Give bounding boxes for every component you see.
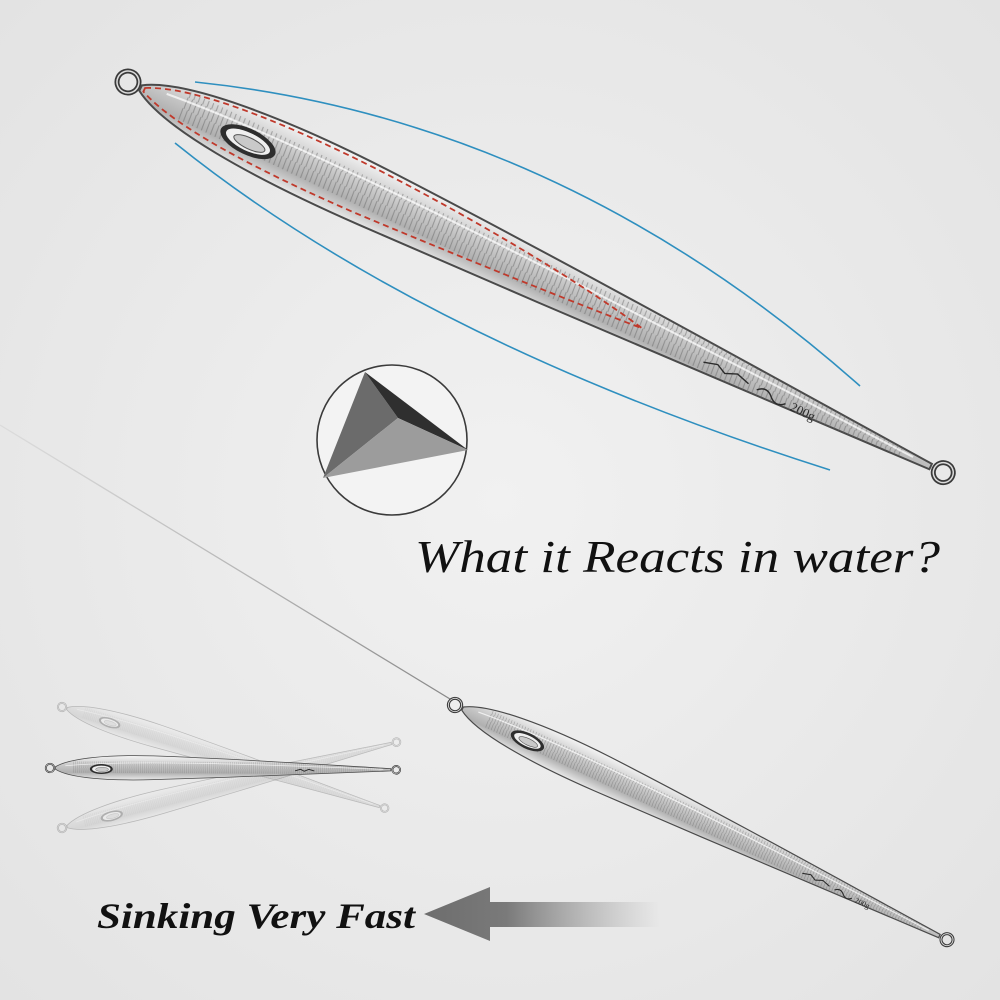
- left-arrow-icon: [424, 887, 660, 941]
- prism-face-top: [365, 372, 468, 450]
- caption: Sinking Very Fast: [97, 896, 416, 936]
- lure-logo: [703, 361, 786, 406]
- lure-logo: [294, 768, 315, 772]
- fishing-line: [0, 424, 451, 700]
- prism-face-bottom: [323, 418, 468, 478]
- lure-logo: [802, 872, 853, 900]
- lure-horizontal: [46, 755, 400, 781]
- water-line-lower: [174, 142, 831, 471]
- lure-motion-group: [46, 694, 403, 840]
- headline: What it Reacts in water?: [415, 531, 940, 582]
- water-line-upper: [194, 81, 861, 387]
- prism-face-left: [323, 372, 398, 478]
- triangular-prism-icon: [316, 364, 468, 516]
- highlight-outline: [142, 87, 643, 330]
